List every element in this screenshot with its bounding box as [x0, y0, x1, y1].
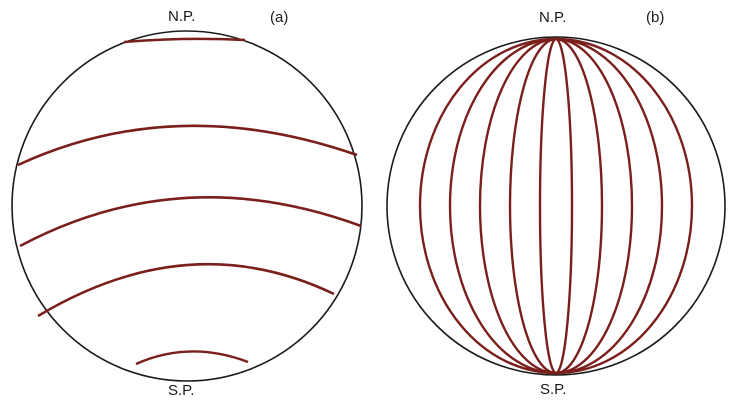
north-pole-label-b: N.P. [539, 9, 567, 26]
parallel-line [17, 124, 358, 167]
meridian-line [555, 37, 604, 375]
meridian-line [555, 37, 634, 375]
parallel-line [37, 262, 335, 318]
meridian-line [478, 37, 557, 375]
parallel-line [19, 196, 362, 248]
meridian-group [418, 37, 694, 375]
south-pole-label-b: S.P. [540, 381, 567, 398]
meridian-line [555, 37, 664, 375]
meridian-line [555, 37, 574, 375]
meridian-line [448, 37, 557, 375]
meridian-line [555, 37, 694, 375]
sphere-b [386, 36, 726, 376]
sphere-a-outline [11, 30, 363, 382]
south-pole-label-a: S.P. [168, 382, 195, 399]
north-pole-label-a: N.P. [168, 8, 196, 25]
parallel-line [135, 350, 249, 366]
sphere-a [11, 30, 363, 382]
sphere-b-outline [386, 36, 726, 376]
panel-label-b: (b) [646, 9, 665, 26]
meridian-line [538, 37, 557, 375]
panel-label-a: (a) [270, 9, 289, 26]
meridian-line [418, 37, 557, 375]
parallel-line [123, 37, 246, 44]
meridian-line [508, 37, 557, 375]
